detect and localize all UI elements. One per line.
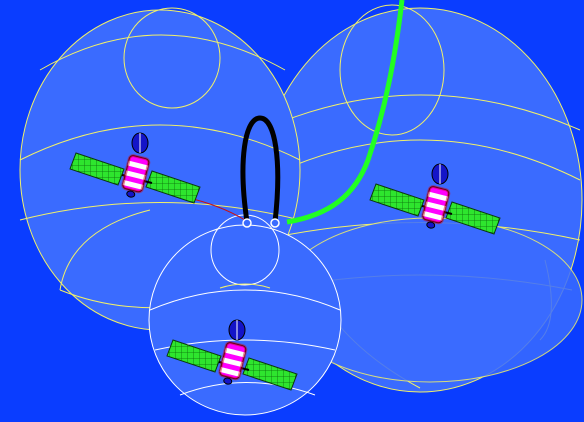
connector-node-right	[271, 219, 279, 227]
connector-node-left	[243, 219, 251, 227]
